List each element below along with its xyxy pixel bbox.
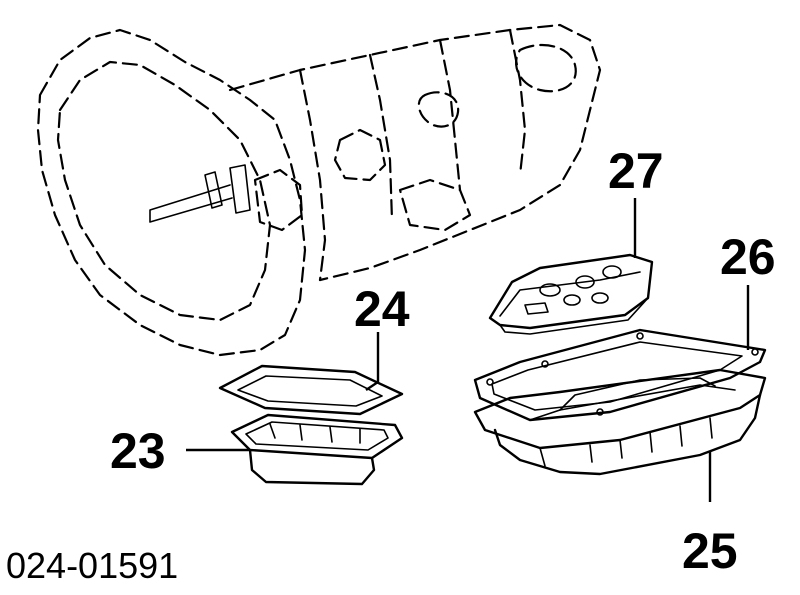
- part-26-large-pan-gasket: [473, 328, 767, 422]
- transmission-housing-outline: [36, 23, 602, 357]
- callout-26: 26: [720, 229, 776, 285]
- diagram-part-number: 024-01591: [6, 545, 178, 586]
- callout-25: 25: [682, 523, 738, 579]
- callout-23: 23: [110, 423, 166, 479]
- part-23-small-oil-pan: [230, 413, 404, 486]
- callout-27: 27: [608, 143, 664, 199]
- part-25-large-oil-pan: [473, 368, 767, 476]
- part-24-small-pan-gasket: [218, 364, 404, 416]
- leader-lines: [186, 198, 750, 502]
- leader-24: [365, 332, 380, 391]
- part-27-oil-strainer: [488, 253, 654, 335]
- callout-24: 24: [354, 281, 410, 337]
